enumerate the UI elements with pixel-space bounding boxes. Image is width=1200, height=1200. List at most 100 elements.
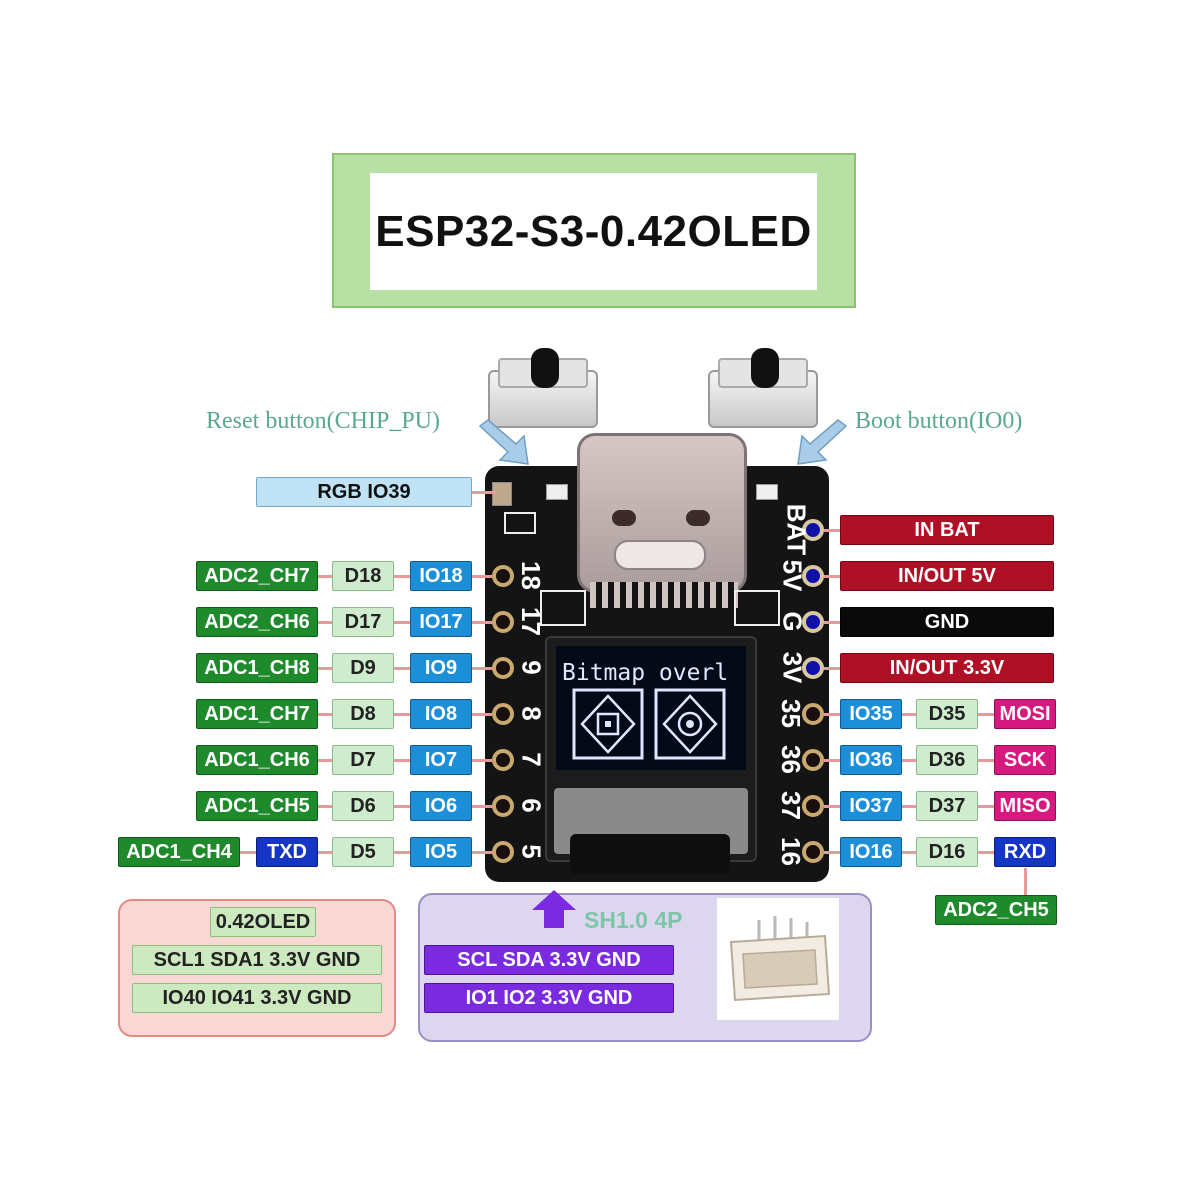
pin-hole — [492, 749, 514, 771]
leader-line — [824, 851, 840, 854]
oled-bitmap-icon — [654, 688, 726, 760]
leader-line — [394, 667, 410, 670]
leader-line — [472, 759, 492, 762]
sh-connector-image — [717, 898, 839, 1020]
leader-line — [902, 713, 916, 716]
gpio-label: IO36 — [840, 745, 902, 775]
function-label: SCK — [994, 745, 1056, 775]
leader-line — [472, 621, 492, 624]
leader-line — [1024, 868, 1027, 896]
pin-hole — [802, 519, 824, 541]
boot-arrow-icon — [797, 419, 848, 465]
digital-pin-label: D5 — [332, 837, 394, 867]
digital-pin-label: D17 — [332, 607, 394, 637]
oled-screen-text: Bitmap overl — [562, 660, 729, 686]
digital-pin-label: D8 — [332, 699, 394, 729]
oled-panel-row2: IO40 IO41 3.3V GND — [132, 983, 382, 1013]
pin-number: 16 — [775, 837, 806, 866]
power-pin-label: IN BAT — [840, 515, 1054, 545]
leader-line — [978, 851, 994, 854]
pin-number: 18 — [515, 561, 546, 590]
rxd-adc-label: ADC2_CH5 — [935, 895, 1057, 925]
pin-number: 36 — [775, 745, 806, 774]
function-label: MOSI — [994, 699, 1056, 729]
sh-panel-row2: IO1 IO2 3.3V GND — [424, 983, 674, 1013]
leader-line — [824, 575, 840, 578]
pin-hole — [802, 611, 824, 633]
pin-number: 3V — [777, 651, 808, 684]
reset-arrow-icon — [478, 419, 529, 465]
title-box: ESP32-S3-0.42OLED — [370, 173, 817, 290]
pin-number: 37 — [775, 791, 806, 820]
digital-pin-label: D7 — [332, 745, 394, 775]
leader-line — [978, 759, 994, 762]
leader-line — [472, 491, 496, 494]
power-pin-label: IN/OUT 5V — [840, 561, 1054, 591]
pin-hole — [492, 565, 514, 587]
pin-hole — [802, 841, 824, 863]
pin-hole — [802, 657, 824, 679]
adc-label: ADC1_CH7 — [196, 699, 318, 729]
reset-button-image — [486, 348, 606, 428]
oled-flex-cover — [570, 834, 730, 874]
adc-label: ADC1_CH4 — [118, 837, 240, 867]
gpio-label: IO8 — [410, 699, 472, 729]
up-arrow-icon — [532, 890, 576, 928]
oled-panel-row1: SCL1 SDA1 3.3V GND — [132, 945, 382, 975]
leader-line — [394, 575, 410, 578]
oled-screen — [556, 646, 746, 770]
leader-line — [824, 713, 840, 716]
adc-label: ADC2_CH6 — [196, 607, 318, 637]
pin-number: 6 — [516, 798, 547, 813]
usbc-port — [614, 540, 706, 570]
pin-hole — [802, 565, 824, 587]
gpio-label: IO17 — [410, 607, 472, 637]
leader-line — [824, 667, 840, 670]
txd-label: TXD — [256, 837, 318, 867]
gpio-label: IO35 — [840, 699, 902, 729]
sh-connector-label: SH1.0 4P — [584, 907, 683, 933]
digital-pin-label: D35 — [916, 699, 978, 729]
leader-line — [318, 667, 332, 670]
pin-hole — [802, 795, 824, 817]
gpio-label: IO9 — [410, 653, 472, 683]
leader-line — [394, 805, 410, 808]
rgb-io39-label: RGB IO39 — [256, 477, 472, 507]
gpio-label: IO37 — [840, 791, 902, 821]
usbc-hole-right — [686, 510, 710, 526]
oled-panel-header: 0.42OLED — [210, 907, 316, 937]
leader-line — [318, 851, 332, 854]
leader-line — [902, 851, 916, 854]
leader-line — [902, 805, 916, 808]
leader-line — [318, 575, 332, 578]
leader-line — [394, 621, 410, 624]
smd-outline — [734, 590, 780, 626]
board-title: ESP32-S3-0.42OLED — [375, 206, 812, 256]
gpio-label: IO5 — [410, 837, 472, 867]
leader-line — [824, 529, 840, 532]
function-label: RXD — [994, 837, 1056, 867]
pin-hole — [802, 749, 824, 771]
leader-line — [240, 851, 256, 854]
pin-number: 5V — [777, 559, 808, 592]
leader-line — [472, 713, 492, 716]
leader-line — [824, 759, 840, 762]
adc-label: ADC1_CH8 — [196, 653, 318, 683]
leader-line — [978, 805, 994, 808]
digital-pin-label: D6 — [332, 791, 394, 821]
leader-line — [318, 713, 332, 716]
reset-button-annotation: Reset button(CHIP_PU) — [206, 408, 440, 434]
pin-number: 7 — [516, 752, 547, 767]
leader-line — [318, 805, 332, 808]
digital-pin-label: D36 — [916, 745, 978, 775]
pin-number: 9 — [516, 660, 547, 675]
leader-line — [824, 621, 840, 624]
oled-bitmap-icon — [572, 688, 644, 760]
usbc-pads — [590, 582, 738, 608]
pin-hole — [492, 795, 514, 817]
pin-hole — [492, 611, 514, 633]
leader-line — [318, 621, 332, 624]
rgb-led — [492, 482, 512, 506]
leader-line — [902, 759, 916, 762]
adc-label: ADC1_CH6 — [196, 745, 318, 775]
